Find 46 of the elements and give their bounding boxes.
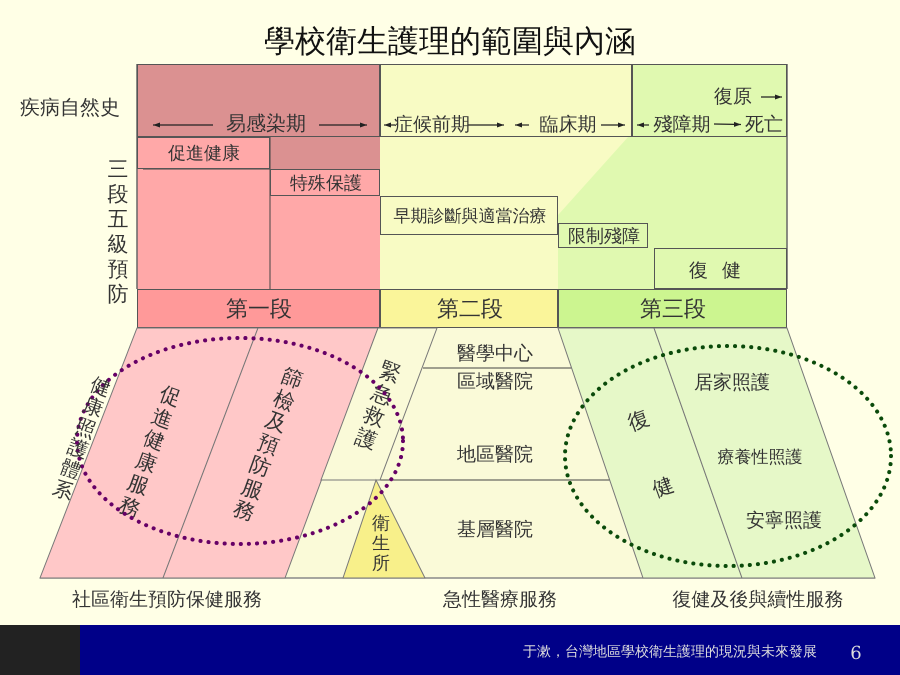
prevention-cell: [137, 137, 270, 169]
title: 學校衛生護理的範圍與內涵: [264, 26, 636, 58]
service-text: 篩檢及預防服務: [230, 364, 306, 526]
period-cell: [380, 64, 632, 137]
hospital-text: 基層醫院: [457, 520, 533, 540]
cell-text: 症候前期: [394, 116, 470, 134]
cell-text: 臨床期: [540, 116, 596, 134]
column-caption: 復健及後與續性服務: [672, 590, 844, 610]
service-text: 復健: [624, 404, 678, 504]
cell-text: 早期診斷與適當治療: [394, 208, 546, 226]
period-text: 復原: [714, 88, 752, 106]
prevention-cell: [654, 248, 787, 289]
cell-text: 易感染期: [226, 113, 306, 133]
service-text: 促進健康服務: [116, 382, 184, 522]
prevention-cell: [380, 196, 558, 235]
cell-text: 限制殘障: [568, 228, 640, 246]
page-number: 6: [850, 645, 862, 663]
service-text: 療養性照護: [718, 450, 802, 466]
cell-text: 特殊保護: [290, 175, 362, 193]
cell-text: 第二段: [437, 299, 503, 321]
stage-band: [558, 289, 787, 328]
row-heading: 三段五級預防: [108, 157, 128, 307]
service-text: 衛生所: [372, 514, 390, 574]
hospital-text: 區域醫院: [457, 372, 533, 392]
row-heading: 疾病自然史: [20, 97, 120, 117]
cell-text: 促進健康: [168, 145, 240, 163]
hospital-text: 醫學中心: [457, 344, 533, 364]
period-cell: [632, 64, 787, 137]
footer-text: 于漱，台灣地區學校衛生護理的現況與未來發展: [523, 645, 817, 659]
row-heading: 健康照護體系: [50, 372, 114, 504]
cell-text: 第三段: [640, 299, 706, 321]
column-caption: 急性醫療服務: [443, 590, 557, 610]
period-text: 殘障期: [654, 116, 710, 134]
period-cell: [137, 64, 380, 137]
service-text: 安寧照護: [746, 512, 822, 530]
stage-band: [137, 289, 380, 328]
arrow: [714, 122, 742, 127]
column-caption: 社區衛生預防保健服務: [72, 590, 262, 610]
prevention-cell: [270, 169, 380, 196]
service-text: 居家照護: [694, 374, 770, 392]
stage-band: [380, 289, 558, 328]
prevention-cell: [558, 223, 648, 248]
hospital-text: 地區醫院: [457, 446, 533, 464]
period-text: 死亡: [745, 116, 783, 134]
cell-text: 復健: [689, 262, 755, 280]
cell-text: 第一段: [226, 299, 292, 321]
